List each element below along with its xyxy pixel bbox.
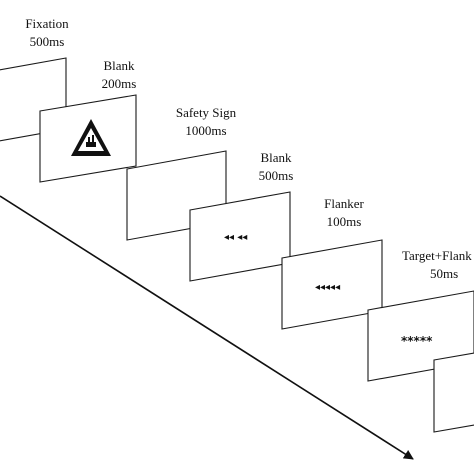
timeline-arrow-icon (0, 195, 414, 460)
label-flanker: Flanker 100ms (324, 196, 364, 229)
label-safety-sign-duration: 1000ms (185, 123, 226, 138)
label-flanker-duration: 100ms (327, 214, 362, 229)
label-safety-sign-name: Safety Sign (176, 105, 237, 120)
label-fixation: Fixation 500ms (25, 16, 69, 49)
frame-next (433, 352, 474, 433)
label-blank-200-duration: 200ms (102, 76, 137, 91)
label-blank-500-name: Blank (260, 150, 292, 165)
label-safety-sign: Safety Sign 1000ms (176, 105, 237, 138)
frame-blank-500-stimulus: ◂◂ ◂◂ (224, 232, 247, 243)
label-fixation-name: Fixation (25, 16, 69, 31)
label-target-flanker-name: Target+Flank (402, 248, 472, 263)
label-blank-200-name: Blank (103, 58, 135, 73)
frame-flanker-stimulus: ◂◂◂◂◂ (315, 282, 340, 293)
label-target-flanker: Target+Flank 50ms (402, 248, 472, 281)
frame-flanker: ◂◂◂◂◂ (281, 239, 383, 330)
label-target-flanker-duration: 50ms (430, 266, 458, 281)
frame-blank-200 (39, 94, 137, 183)
label-blank-500-duration: 500ms (259, 168, 294, 183)
warning-triangle-icon (71, 119, 111, 156)
label-fixation-duration: 500ms (30, 34, 65, 49)
frame-target-flanker-stimulus: ***** (401, 334, 433, 348)
label-blank-200: Blank 200ms (102, 58, 137, 91)
label-blank-500: Blank 500ms (259, 150, 294, 183)
label-flanker-name: Flanker (324, 196, 364, 211)
